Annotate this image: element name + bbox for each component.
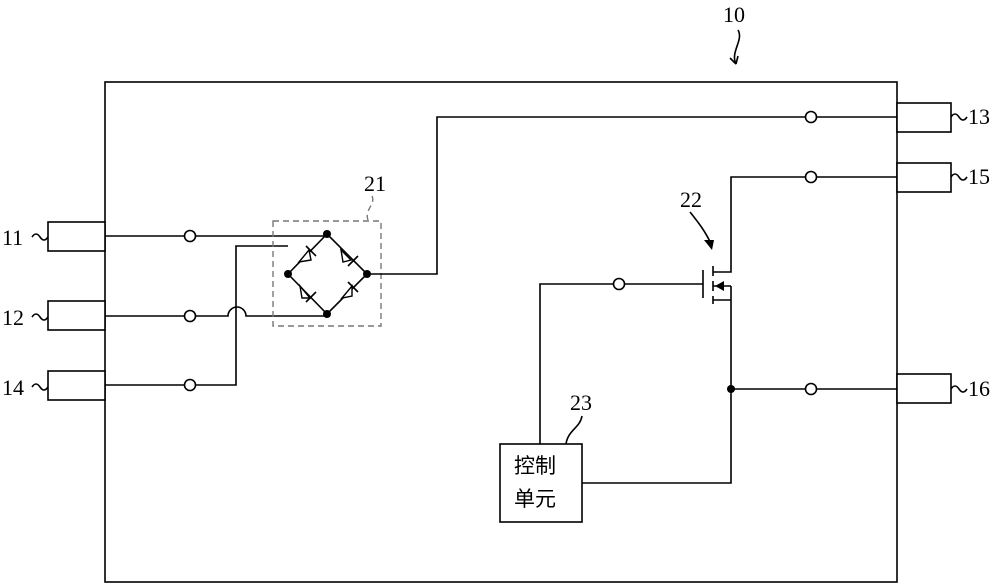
terminal-14-tilde <box>31 383 49 391</box>
bridge-node-bottom <box>323 310 331 318</box>
terminal-14-label: 14 <box>2 375 24 400</box>
bridge-ref-label: 21 <box>364 171 386 196</box>
control-unit-box <box>499 443 583 523</box>
control-unit-line1: 控制 <box>514 454 556 478</box>
device-leader-line <box>733 29 741 65</box>
terminal-11: 11 <box>2 221 106 252</box>
mosfet-ref-label: 22 <box>680 187 702 212</box>
terminal-12-label: 12 <box>2 305 24 330</box>
device-enclosure <box>104 81 898 583</box>
diode-d3 <box>298 283 317 303</box>
wire-12 <box>105 306 330 317</box>
diode-d2 <box>339 247 359 267</box>
node-16 <box>804 382 818 396</box>
terminal-15-label: 15 <box>968 164 990 189</box>
terminal-16-tilde <box>950 385 968 393</box>
control-unit-leader-line <box>565 415 583 445</box>
diode-d1 <box>297 245 317 264</box>
terminal-12: 12 <box>2 300 106 331</box>
terminal-13-tilde <box>950 113 968 121</box>
terminal-16: 16 <box>896 373 990 404</box>
bridge-node-left <box>284 270 292 278</box>
node-gate <box>612 277 626 291</box>
terminal-15-tilde <box>950 173 968 181</box>
terminal-14: 14 <box>2 370 106 401</box>
control-unit-line2: 单元 <box>514 487 556 511</box>
device-leader-arrow <box>729 55 739 65</box>
mosfet-leader-arrow <box>704 240 714 250</box>
terminal-16-label: 16 <box>968 376 990 401</box>
diode-d4 <box>340 281 359 300</box>
source-junction <box>727 385 735 393</box>
control-unit: 控制 单元 23 <box>499 390 592 523</box>
wire-15-drain <box>713 176 897 273</box>
mosfet-body-arrow <box>715 281 724 291</box>
node-11 <box>183 229 197 243</box>
bridge-node-top <box>323 230 331 238</box>
terminal-11-label: 11 <box>2 225 23 250</box>
wire-source <box>582 286 732 484</box>
device-ref-label: 10 <box>723 2 745 27</box>
bridge-leader-line <box>366 195 374 221</box>
terminal-15: 15 <box>896 162 990 193</box>
node-13 <box>804 110 818 124</box>
control-unit-ref-label: 23 <box>570 390 592 415</box>
terminal-12-tilde <box>31 313 49 321</box>
terminal-13-label: 13 <box>968 104 990 129</box>
bridge-diamond-real <box>287 232 369 316</box>
mosfet: 22 <box>680 187 731 304</box>
terminal-13: 13 <box>896 102 990 133</box>
node-15 <box>804 170 818 184</box>
wire-gate <box>539 283 703 444</box>
bridge-rectifier: 21 <box>272 171 386 327</box>
node-12 <box>183 309 197 323</box>
wire-13 <box>367 116 897 275</box>
terminal-11-tilde <box>31 233 49 241</box>
wire-14 <box>105 245 288 386</box>
node-14 <box>183 378 197 392</box>
